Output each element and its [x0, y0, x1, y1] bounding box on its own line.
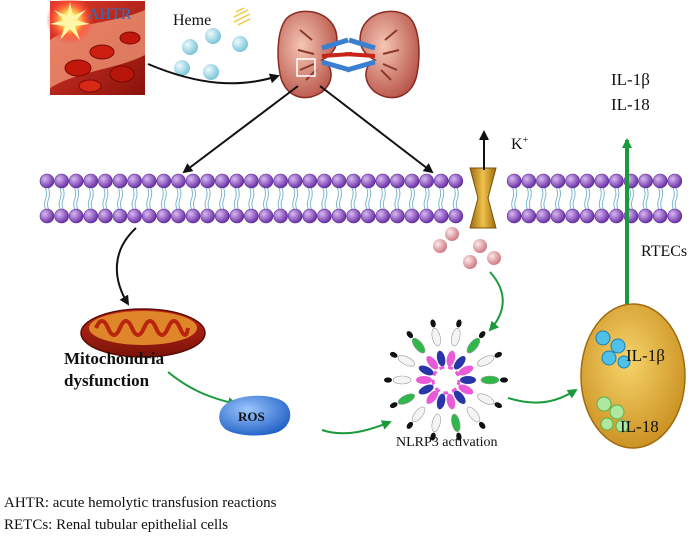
heme-structure-icon	[233, 7, 251, 26]
arrow-kidney-to-right	[319, 85, 434, 174]
ros-blob	[219, 395, 291, 436]
arrow-nlrp3-to-cell	[507, 388, 578, 404]
k-ion-label: K+	[511, 135, 529, 153]
mitochondrion-image	[80, 308, 206, 358]
ahtr-label: AHTR	[88, 6, 132, 23]
rtec-cell	[580, 303, 686, 449]
kidney-image	[277, 10, 420, 99]
arrow-kidney-to-left	[182, 85, 299, 174]
il1b-particles	[595, 330, 631, 369]
arrow-k-to-nlrp3	[488, 271, 504, 332]
cell-il18-label: IL-18	[620, 417, 659, 436]
legend-ahtr: AHTR: acute hemolytic transfusion reacti…	[4, 495, 277, 511]
mitochondria-label: Mitochondria	[64, 349, 165, 368]
nlrp3-inflammasome	[384, 319, 508, 441]
cell-il1b-label: IL-1β	[626, 346, 665, 365]
arrow-mito-to-ros	[167, 371, 238, 408]
ros-label: ROS	[238, 409, 265, 424]
output-il1b-label: IL-1β	[611, 70, 650, 89]
arrow-ros-to-nlrp3	[321, 420, 392, 435]
arrow-heme-to-kidney	[147, 63, 280, 85]
arrow-to-mitochondria	[115, 227, 137, 306]
legend-rtecs: RETCs: Renal tubular epithelial cells	[4, 517, 229, 533]
cell-membrane	[39, 173, 683, 224]
heme-label: Heme	[173, 12, 211, 29]
output-il18-label: IL-18	[611, 95, 650, 114]
nlrp3-label: NLRP3 activation	[396, 435, 498, 450]
potassium-channel	[469, 167, 497, 229]
blood-vessel-image	[46, 0, 145, 95]
rtecs-label: RTECs	[641, 243, 687, 260]
heme-molecules	[174, 7, 251, 80]
il18-particles	[596, 396, 629, 433]
ion-particles	[433, 227, 501, 269]
dysfunction-label: dysfunction	[64, 371, 150, 390]
